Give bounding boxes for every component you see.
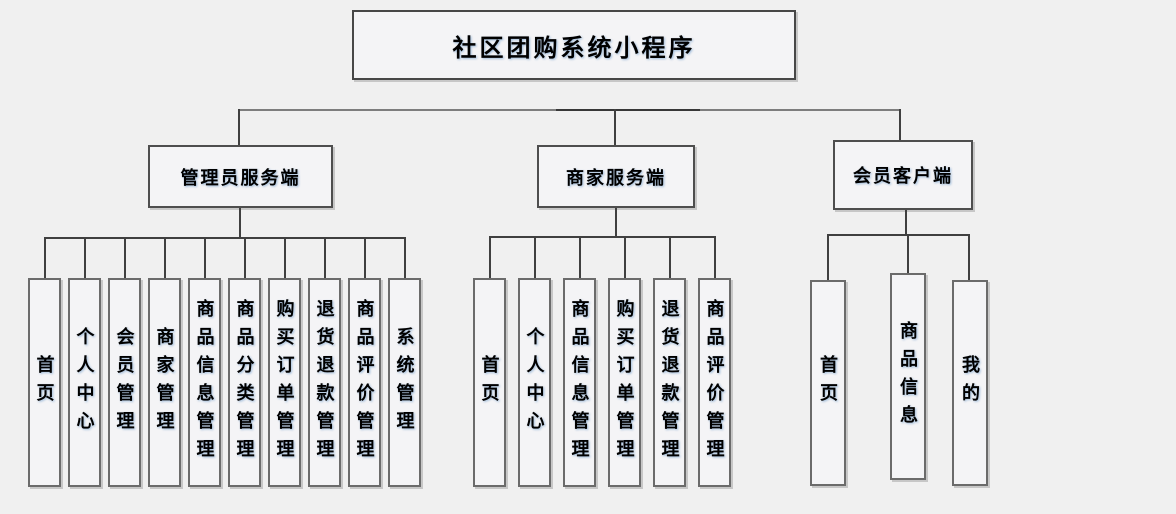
connector-merchant-drop [489,236,491,278]
leaf-node-admin-return-refund-mgmt: 退货退款管理 [308,278,341,487]
connector-admin-drop [84,237,86,278]
connector-admin-drop [164,237,166,278]
leaf-node-admin-merchant-mgmt: 商家管理 [148,278,181,487]
leaf-label: 商品信息管理 [569,298,590,467]
leaf-node-admin-purchase-order-mgmt: 购买订单管理 [268,278,301,487]
leaf-label: 退货退款管理 [314,298,335,467]
connector-l1-drop-merchant [614,109,616,145]
connector-l1-horizontal-overlap [556,109,700,111]
leaf-node-merchant-purchase-order-mgmt: 购买订单管理 [608,278,641,487]
connector-l1-drop-admin [238,109,240,145]
leaf-label: 会员管理 [114,326,135,439]
connector-merchant-trunk [615,208,617,238]
leaf-label: 商品分类管理 [234,298,255,467]
connector-merchant-drop [714,236,716,278]
connector-admin-drop [244,237,246,278]
connector-admin-drop [124,237,126,278]
leaf-label: 我的 [960,355,980,411]
leaf-node-member-home: 首页 [810,280,846,486]
connector-admin-drop [204,237,206,278]
root-node-label: 社区团购系统小程序 [452,34,696,62]
connector-admin-drop [284,237,286,278]
leaf-node-admin-product-review-mgmt: 商品评价管理 [348,278,381,487]
connector-admin-drop [324,237,326,278]
connector-l1-drop-member [899,109,901,140]
leaf-node-admin-system-mgmt: 系统管理 [388,278,421,487]
leaf-label: 退货退款管理 [659,298,680,467]
connector-member-drop [827,234,829,280]
connector-merchant-drop [534,236,536,278]
leaf-label: 首页 [479,354,500,411]
leaf-node-admin-member-mgmt: 会员管理 [108,278,141,487]
connector-admin-drop [404,237,406,278]
leaf-node-admin-home: 首页 [28,278,61,487]
root-node: 社区团购系统小程序 [352,10,796,80]
leaf-node-merchant-product-info-mgmt: 商品信息管理 [563,278,596,487]
leaf-node-merchant-home: 首页 [473,278,506,487]
connector-member-drop [907,234,909,273]
branch-node-merchant: 商家服务端 [537,145,695,208]
leaf-label: 首页 [34,354,55,411]
connector-member-drop [968,234,970,280]
connector-merchant-horizontal [489,236,716,238]
leaf-node-merchant-return-refund-mgmt: 退货退款管理 [653,278,686,487]
connector-merchant-drop [624,236,626,278]
leaf-label: 商品评价管理 [354,298,375,467]
leaf-node-admin-product-category-mgmt: 商品分类管理 [228,278,261,487]
leaf-label: 商家管理 [154,326,175,439]
connector-admin-horizontal [44,237,406,239]
branch-node-admin: 管理员服务端 [148,145,333,208]
leaf-label: 首页 [818,355,838,411]
connector-member-horizontal [827,234,970,236]
leaf-node-admin-product-info-mgmt: 商品信息管理 [188,278,221,487]
leaf-label: 购买订单管理 [274,298,295,467]
leaf-node-admin-personal-center: 个人中心 [68,278,101,487]
leaf-label: 个人中心 [74,326,95,439]
connector-admin-trunk [239,208,241,238]
connector-merchant-drop [669,236,671,278]
leaf-node-member-product-info: 商品信息 [890,273,926,480]
branch-node-admin-label: 管理员服务端 [180,167,301,188]
connector-merchant-drop [579,236,581,278]
leaf-node-merchant-product-review-mgmt: 商品评价管理 [698,278,731,487]
leaf-label: 商品评价管理 [704,298,725,467]
leaf-label: 商品信息 [898,320,918,433]
leaf-label: 购买订单管理 [614,298,635,467]
leaf-label: 商品信息管理 [194,298,215,467]
connector-admin-drop [364,237,366,278]
branch-node-member-label: 会员客户端 [853,166,953,186]
branch-node-merchant-label: 商家服务端 [566,167,666,188]
leaf-label: 系统管理 [394,326,415,439]
branch-node-member: 会员客户端 [833,140,973,210]
connector-member-trunk [905,210,907,236]
leaf-label: 个人中心 [524,326,545,439]
leaf-node-merchant-personal-center: 个人中心 [518,278,551,487]
connector-admin-drop [44,237,46,278]
leaf-node-member-mine: 我的 [952,280,988,486]
